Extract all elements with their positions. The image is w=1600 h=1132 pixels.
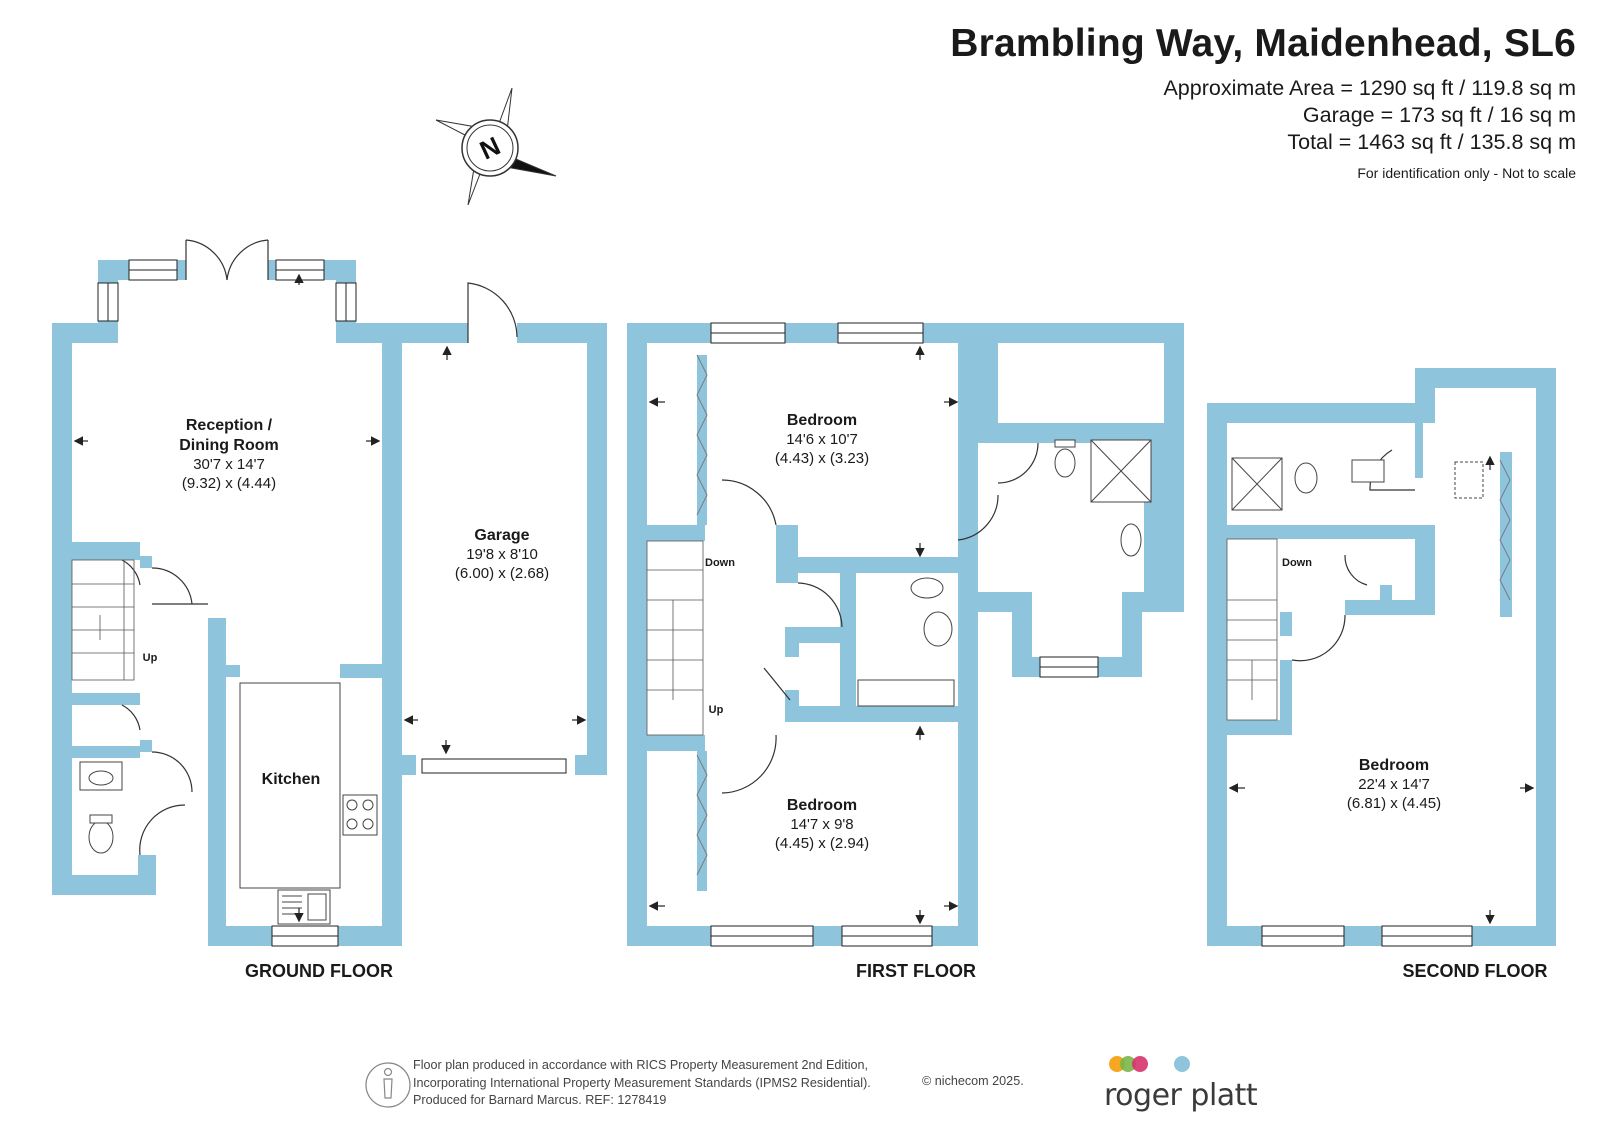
footer-line-1: Floor plan produced in accordance with R…: [413, 1058, 869, 1072]
reception-name-line1: Reception /: [186, 417, 273, 434]
ground-floor-label: GROUND FLOOR: [245, 961, 393, 981]
ensuite-toilet-icon: [1054, 448, 1076, 478]
ground-floor-stairs: [71, 559, 135, 681]
first-floor-plan: Bedroom 14'6 x 10'7 (4.43) x (3.23) Bedr…: [627, 322, 1184, 981]
second-bedroom-name: Bedroom: [1359, 757, 1429, 774]
second-basin-icon: [1351, 459, 1385, 483]
first-stairs-up: Up: [709, 704, 724, 716]
basin-bowl-icon: [88, 770, 114, 786]
reception-metric: (9.32) x (4.44): [182, 475, 276, 492]
first-floor-label: FIRST FLOOR: [856, 961, 976, 981]
ground-floor-walls: [52, 260, 607, 946]
hob-icon: [342, 794, 378, 836]
second-floor-walls: [1207, 368, 1556, 946]
ground-floor-fixtures: [79, 682, 378, 925]
bathroom-basin-icon: [923, 611, 953, 647]
property-title: Brambling Way, Maidenhead, SL6: [950, 22, 1576, 65]
brand-logo-text: roger platt: [1104, 1078, 1258, 1113]
first-floor-walls: [627, 323, 1184, 946]
first-floor-fixtures: [857, 439, 1152, 707]
kitchen-name: Kitchen: [262, 771, 321, 788]
second-stairs-down: Down: [1282, 557, 1312, 569]
garage-area: Garage = 173 sq ft / 16 sq m: [1302, 103, 1576, 127]
second-wardrobe-doors: [1499, 459, 1511, 601]
second-floor-stairs: [1226, 538, 1278, 721]
footer-disclaimer: Floor plan produced in accordance with R…: [413, 1057, 871, 1110]
total-area: Total = 1463 sq ft / 135.8 sq m: [1287, 130, 1576, 154]
first-floor-doors: [721, 442, 1039, 794]
second-floor-dimension-arrows: [1228, 455, 1535, 925]
ground-floor-windows: [97, 259, 567, 947]
first-floor-dimension-arrows: [648, 345, 959, 925]
second-floor-windows: [1261, 925, 1473, 947]
second-toilet-icon: [1294, 462, 1318, 494]
first-bedroom-bottom-imperial: 14'7 x 9'8: [790, 816, 853, 833]
first-bedroom-top-imperial: 14'6 x 10'7: [786, 431, 858, 448]
compass-north-icon: N: [435, 87, 557, 206]
brand-dots-icon: [1109, 1056, 1190, 1072]
footer-line-3: Produced for Barnard Marcus. REF: 127841…: [413, 1093, 667, 1107]
first-bedroom-bottom-name: Bedroom: [787, 797, 857, 814]
ground-stairs-up: Up: [143, 652, 158, 664]
footer-line-2: Incorporating International Property Mea…: [413, 1075, 871, 1090]
second-floor-fixtures: [1231, 457, 1484, 511]
second-floor-label: SECOND FLOOR: [1402, 961, 1547, 981]
garage-name: Garage: [474, 527, 529, 544]
second-bedroom-imperial: 22'4 x 14'7: [1358, 776, 1430, 793]
first-bedroom-bottom-metric: (4.45) x (2.94): [775, 835, 869, 852]
ground-floor-doors: [121, 239, 518, 856]
ground-floor-plan: Reception / Dining Room 30'7 x 14'7 (9.3…: [52, 239, 607, 981]
toilet-icon: [88, 820, 114, 854]
bath-icon: [857, 679, 955, 707]
first-bedroom-top-name: Bedroom: [787, 412, 857, 429]
bathroom-toilet-icon: [910, 577, 944, 599]
identification-note: For identification only - Not to scale: [1357, 165, 1576, 181]
footer-copyright: © nichecom 2025.: [922, 1074, 1024, 1088]
garage-metric: (6.00) x (2.68): [455, 565, 549, 582]
first-floor-windows: [710, 322, 1099, 947]
second-floor-plan: Bedroom 22'4 x 14'7 (6.81) x (4.45) Down…: [1207, 368, 1556, 981]
ensuite-basin-icon: [1120, 523, 1142, 557]
reception-imperial: 30'7 x 14'7: [193, 456, 265, 473]
ground-floor-dimension-arrows: [73, 273, 587, 923]
garage-imperial: 19'8 x 8'10: [466, 546, 538, 563]
first-stairs-down: Down: [705, 557, 735, 569]
approximate-area: Approximate Area = 1290 sq ft / 119.8 sq…: [1163, 76, 1576, 100]
second-bedroom-metric: (6.81) x (4.45): [1347, 795, 1441, 812]
first-bedroom-top-metric: (4.43) x (3.23): [775, 450, 869, 467]
reception-name-line2: Dining Room: [179, 437, 279, 454]
wardrobe-doors: [696, 354, 708, 876]
first-floor-stairs: [646, 540, 704, 736]
rics-logo-icon: [365, 1062, 411, 1108]
